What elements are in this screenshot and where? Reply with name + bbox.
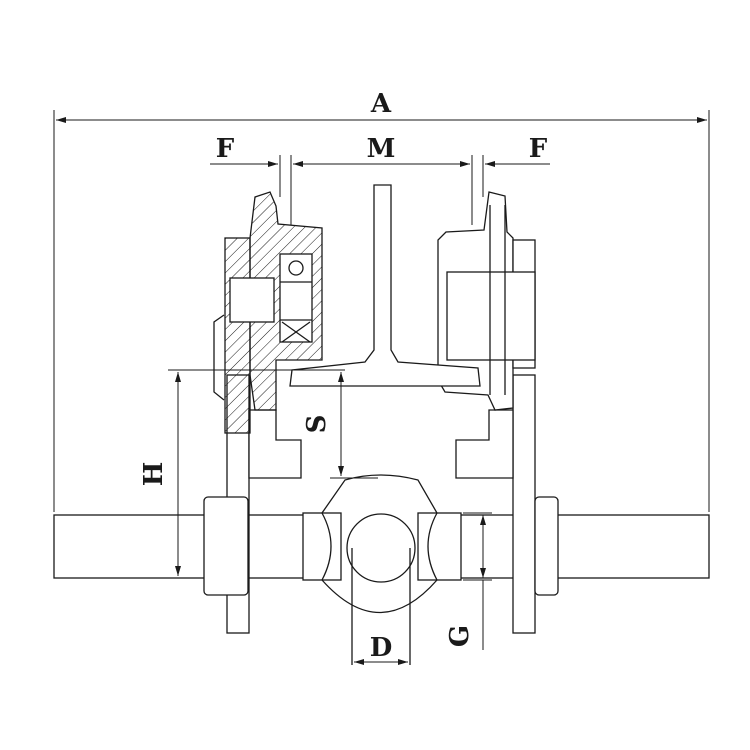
dimension-s: S: [302, 372, 378, 479]
label-s: S: [302, 415, 332, 434]
dimension-h: H: [139, 369, 345, 579]
hook-housing: [302, 474, 462, 665]
bearing-ball-icon: [288, 260, 304, 276]
i-beam: [289, 184, 481, 387]
label-g: G: [445, 625, 475, 647]
right-side-plate: [455, 374, 559, 634]
left-wheel-section: [213, 191, 323, 434]
label-d: D: [370, 633, 393, 663]
left-side-plate: [203, 374, 302, 634]
label-a: A: [370, 89, 392, 119]
dimension-g: G: [445, 512, 492, 650]
right-wheel: [437, 191, 536, 411]
label-m: M: [367, 134, 396, 164]
dimension-f-m-f: F M F: [210, 134, 550, 225]
label-f-right: F: [529, 134, 548, 164]
label-h: H: [139, 462, 169, 487]
label-f-left: F: [216, 134, 235, 164]
hook-pin-circle: [346, 513, 416, 583]
dimension-a: A: [53, 89, 710, 512]
dimension-d: D: [354, 633, 408, 665]
